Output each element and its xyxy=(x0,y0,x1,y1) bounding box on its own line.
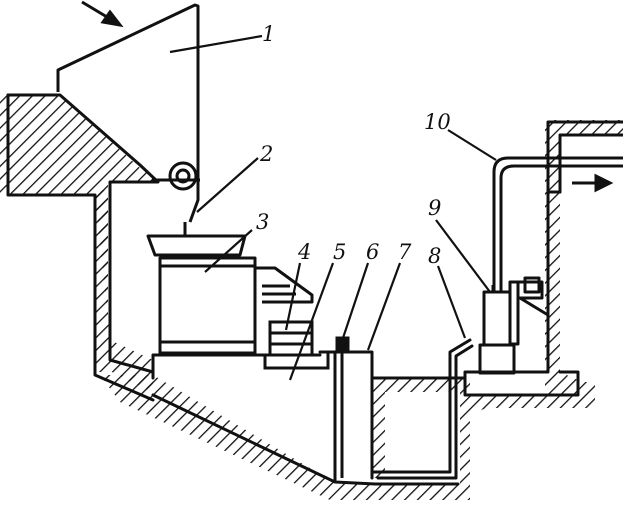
hopper-1 xyxy=(56,3,200,223)
discharge-pipe-10 xyxy=(492,156,623,292)
tray-4 xyxy=(268,320,314,357)
valve-6 xyxy=(335,336,350,478)
callout-6: 6 xyxy=(366,240,380,264)
structure-outlines xyxy=(6,93,623,486)
feed-arrow xyxy=(81,0,124,28)
callout-8: 8 xyxy=(428,244,442,268)
callout-7: 7 xyxy=(398,240,412,264)
outflow-arrow xyxy=(572,173,614,193)
trough-5 xyxy=(263,352,330,370)
pump-9 xyxy=(478,276,549,375)
callout-10: 10 xyxy=(424,110,451,134)
callout-5: 5 xyxy=(333,240,347,264)
callout-4: 4 xyxy=(298,240,312,264)
callout-2: 2 xyxy=(260,142,274,166)
callout-9: 9 xyxy=(428,196,442,220)
ground-hatching xyxy=(0,95,623,500)
leader-lines xyxy=(169,34,497,381)
separator-3 xyxy=(146,222,314,355)
callout-1: 1 xyxy=(262,22,276,46)
callout-3: 3 xyxy=(256,210,270,234)
